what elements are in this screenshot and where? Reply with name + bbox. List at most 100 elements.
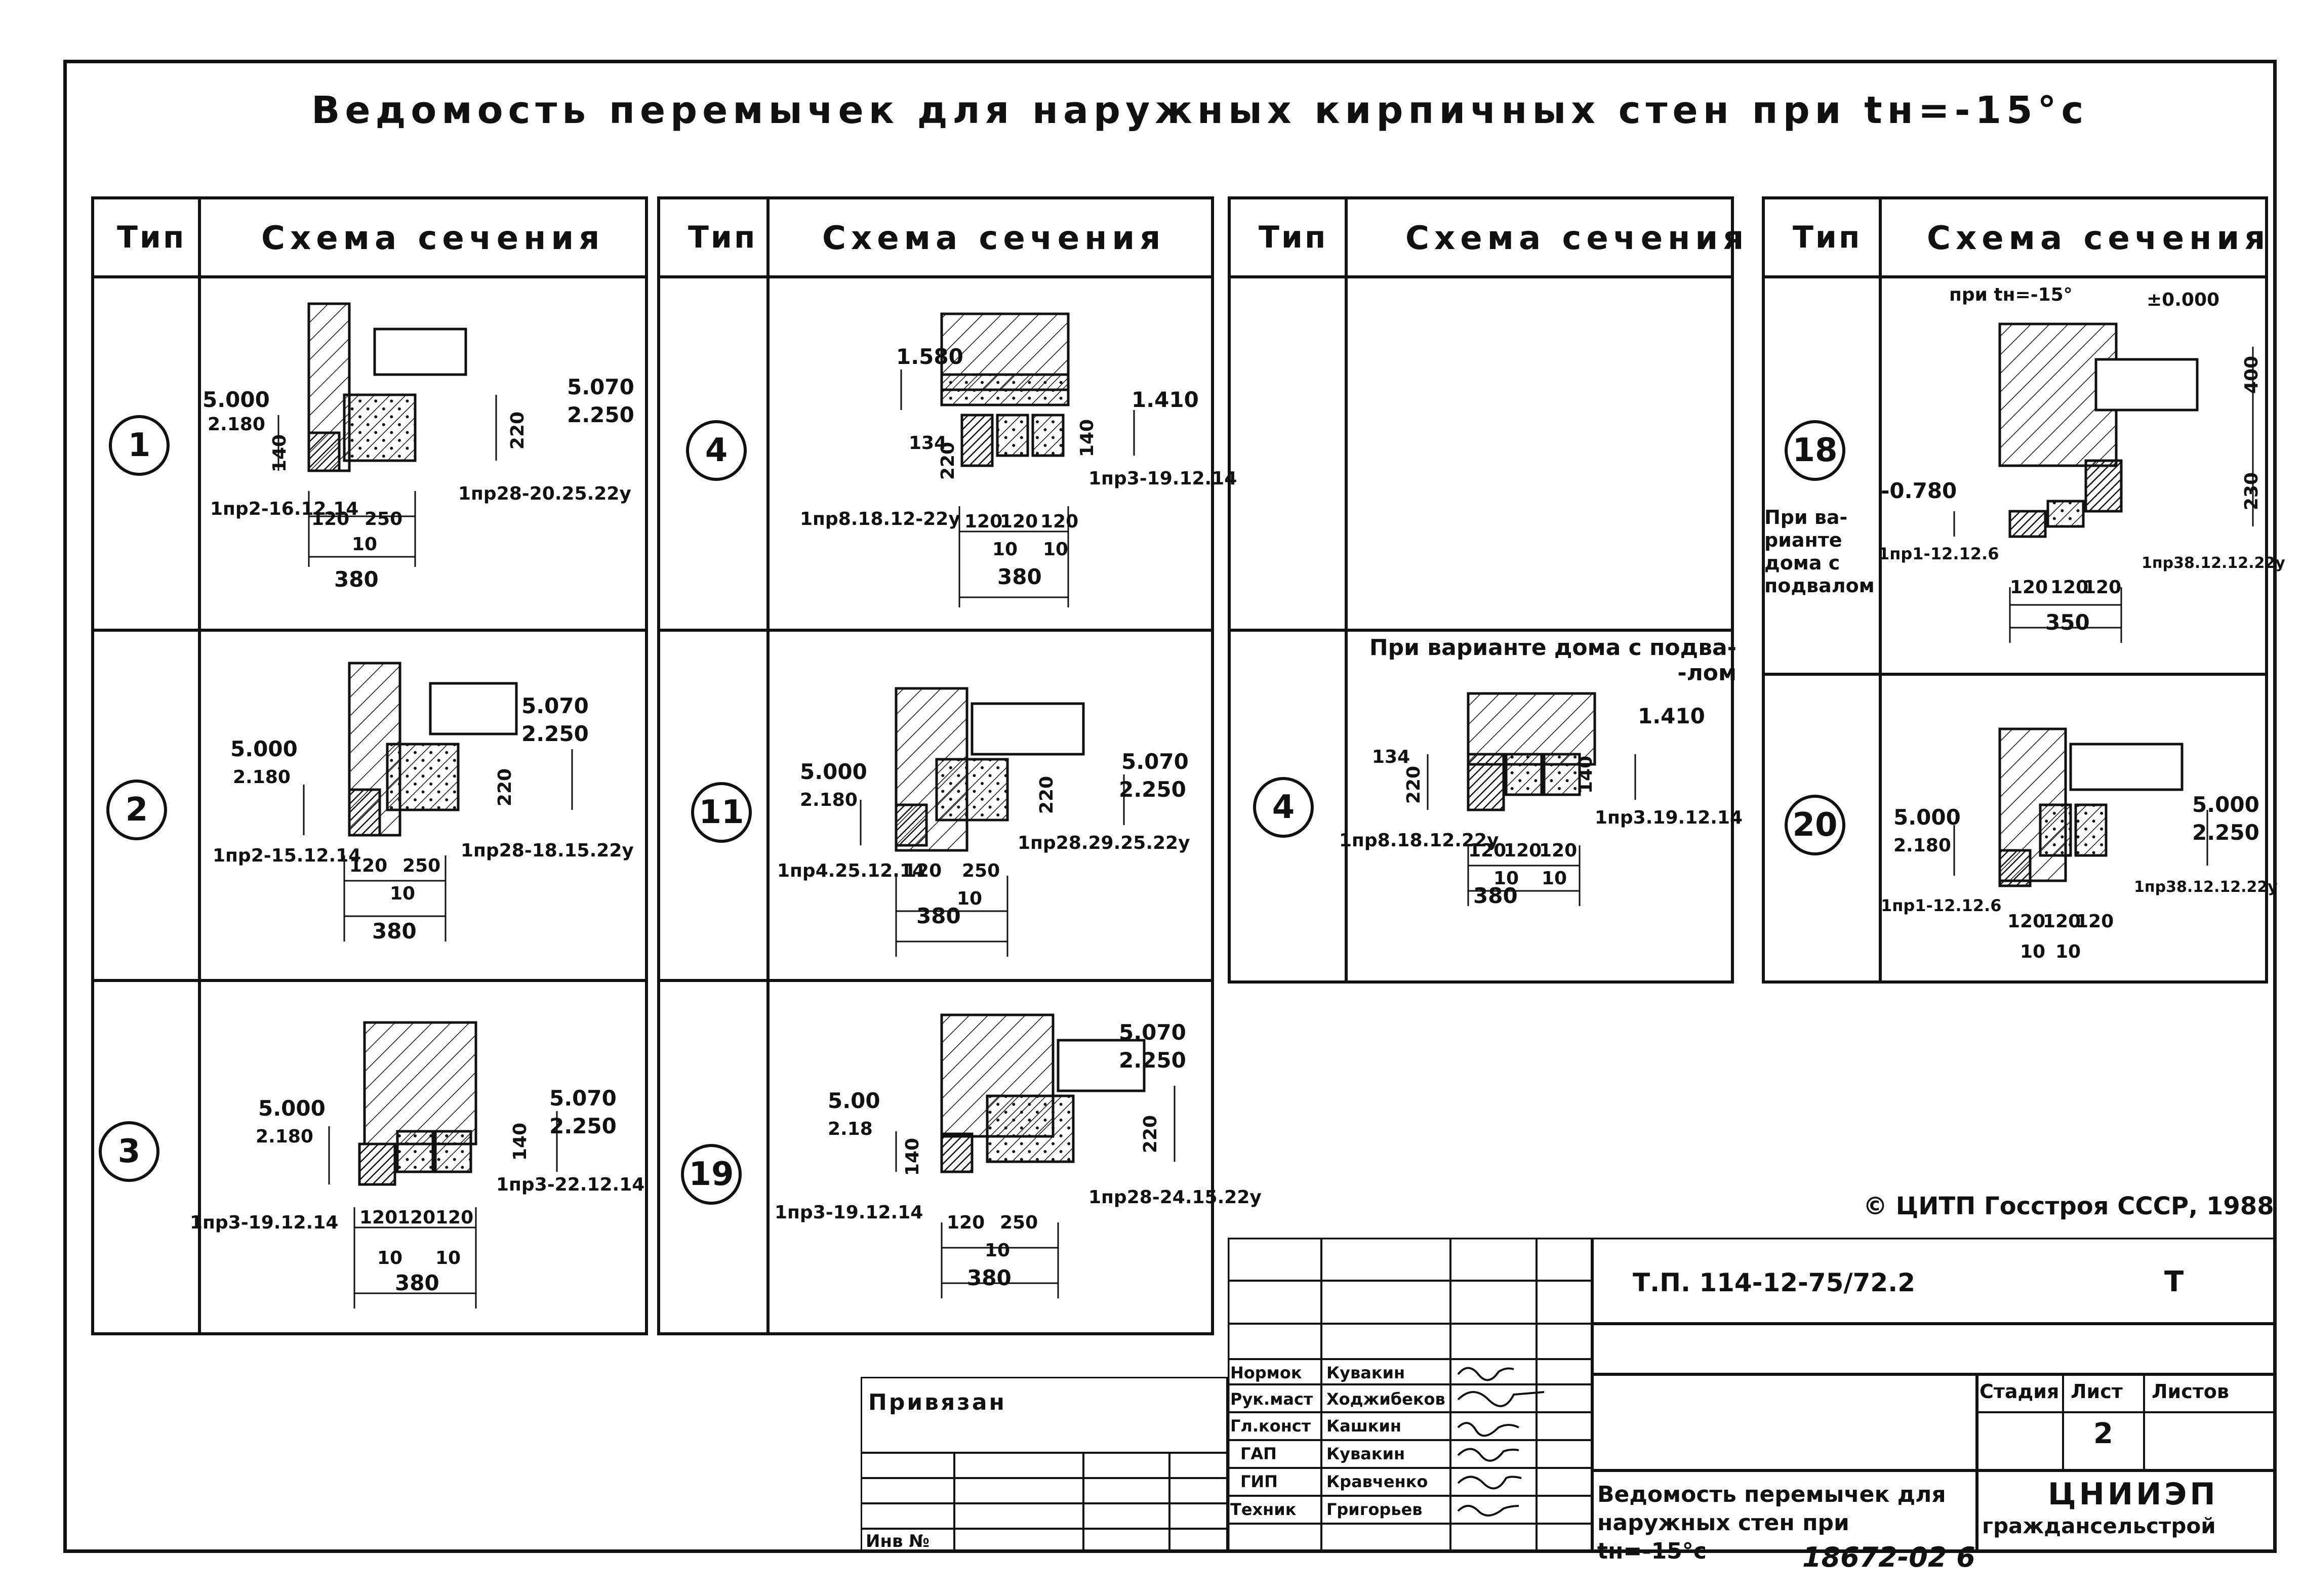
row-divider	[660, 979, 1211, 982]
mark-right-sub: 2.250	[1119, 777, 1186, 802]
lintel-mark-b: 1пр28.29.25.22у	[1018, 833, 1190, 853]
lintel-table-1: Тип Схема сечения	[91, 196, 648, 1335]
dim-gap: 10	[377, 1248, 403, 1268]
dim-w3: 120	[2076, 911, 2114, 932]
dim-w1: 120	[349, 855, 388, 876]
dim-w2: 120	[2043, 911, 2081, 932]
mark-left-sub: 2.180	[800, 790, 858, 810]
dim-gap: 10	[985, 1240, 1011, 1261]
dim-total: 380	[372, 919, 417, 944]
person-name: Кравченко	[1326, 1472, 1428, 1491]
lintel-mark-b: 1пр38.12.12.22у	[2142, 554, 2285, 572]
type-badge-19: 19	[681, 1144, 742, 1205]
lintel-mark-b: 1пр3-19.12.14	[1088, 468, 1237, 489]
dim-gap: 10	[352, 534, 378, 555]
dim-height: 220	[495, 768, 516, 807]
row-divider	[1765, 673, 2265, 676]
mark-right-sub: 2.250	[549, 1114, 617, 1138]
header-schema: Схема сечения	[261, 220, 605, 257]
section-drawing-19	[895, 1013, 1176, 1298]
table-header	[94, 199, 645, 278]
lintel-mark-a: 1пр2-16.12.14	[210, 499, 359, 519]
section-drawing-18	[1953, 322, 2254, 643]
dim-total: 350	[2045, 610, 2090, 635]
dim-height: 140	[1077, 419, 1098, 458]
mark-left: -0.780	[1881, 478, 1957, 503]
table-header	[1765, 199, 2265, 278]
dim-height-2: 220	[1403, 765, 1425, 804]
dim-w2: 250	[1000, 1212, 1038, 1233]
role-label: Рук.маст	[1230, 1389, 1313, 1409]
dim-height-2: 140	[902, 1137, 923, 1176]
person-name: Кувакин	[1326, 1444, 1405, 1463]
sheet-number: 2	[2093, 1417, 2113, 1450]
inventory-number-label: Инв №	[866, 1531, 930, 1551]
dim-total: 380	[997, 564, 1042, 589]
person-name: Григорьев	[1326, 1500, 1423, 1519]
mark-left: 5.000	[800, 759, 867, 784]
dim-gap: 10	[1493, 868, 1519, 889]
section-drawing-1	[277, 302, 497, 567]
dim-w3: 120	[2083, 577, 2122, 598]
attachment-grid	[861, 1377, 1228, 1551]
lintel-mark-b: 1пр28-18.15.22у	[461, 840, 634, 861]
lintel-mark-a: 1пр1-12.12.6	[1878, 544, 1999, 563]
lintel-mark-a: 1пр4.25.12.14	[777, 861, 925, 881]
stage-label: Стадия	[1980, 1380, 2059, 1403]
dim-w2: 120	[2050, 577, 2089, 598]
lintel-table-3: Тип Схема сечения	[1228, 196, 1744, 984]
lintel-mark-a: 1пр2-15.12.14	[213, 845, 361, 866]
section-drawing-11	[860, 687, 1125, 957]
dim-height-2: 140	[269, 434, 291, 473]
mark-right: 5.070	[567, 375, 634, 399]
basement-variant-note: При ва- рианте дома с подвалом	[1764, 506, 1875, 597]
column-divider	[766, 199, 770, 1332]
column-divider	[198, 199, 201, 1332]
section-drawing-4-basement	[1427, 692, 1636, 906]
mark-left-sub: 2.18	[828, 1119, 873, 1139]
sheet-title: Ведомость перемычек для наружных стен пр…	[1597, 1482, 1946, 1564]
dim-total: 380	[1473, 883, 1518, 908]
dim-total: 380	[395, 1271, 439, 1295]
role-label: Нормок	[1230, 1363, 1302, 1382]
lintel-mark-a: 1пр1-12.12.6	[1881, 896, 2002, 915]
lintel-mark-a: 1пр8.18.12-22у	[800, 509, 960, 529]
mark-right-sub: 2.250	[2192, 820, 2259, 845]
mark-left-sub: 2.180	[233, 767, 291, 788]
lintel-mark-a: 1пр3-19.12.14	[190, 1212, 339, 1233]
mark-left: 5.000	[203, 387, 270, 412]
dim-w1: 120	[904, 861, 942, 881]
lintel-mark-b: 1пр28-20.25.22у	[458, 483, 631, 504]
person-name: Ходжибеков	[1326, 1389, 1445, 1409]
column-divider	[1345, 199, 1348, 980]
type-badge-1: 1	[109, 415, 170, 476]
org-name: ЦНИИЭП	[2048, 1477, 2218, 1512]
section-drawing-3	[328, 1021, 558, 1308]
mark-left-sub: 2.180	[208, 414, 265, 435]
lintel-mark-b: 1пр3-22.12.14	[496, 1174, 645, 1195]
role-label: Техник	[1230, 1500, 1297, 1519]
org-sub: граждансельстрой	[1982, 1513, 2216, 1538]
dim-w2: 120	[1000, 511, 1038, 532]
table-header	[660, 199, 1211, 278]
mark-right: 1.410	[1132, 387, 1199, 412]
dim-height: 400	[2241, 355, 2263, 394]
doc-code: Т.П. 114-12-75/72.2	[1633, 1268, 1916, 1297]
dim-w1: 120	[311, 509, 350, 529]
dim-gap: 10	[390, 883, 416, 904]
dim-w1: 120	[1468, 840, 1507, 861]
mark-left: 5.000	[258, 1096, 326, 1121]
header-type: Тип	[688, 220, 757, 255]
header-type: Тип	[117, 220, 186, 255]
dim-gap: 10	[2020, 942, 2046, 962]
header-type: Тип	[1259, 220, 1328, 255]
top-note: при tн=-15°	[1949, 284, 2073, 305]
header-schema: Схема сечения	[1405, 220, 1749, 257]
mark-left: 5.000	[1893, 805, 1961, 830]
row-divider	[1231, 629, 1731, 632]
dim-w1: 120	[359, 1207, 398, 1228]
drawing-title: Ведомость перемычек для наружных кирпичн…	[311, 89, 2089, 132]
type-badge-2: 2	[106, 780, 167, 840]
dim-gap: 10	[2055, 942, 2081, 962]
dim-gap: 10	[1043, 539, 1069, 560]
